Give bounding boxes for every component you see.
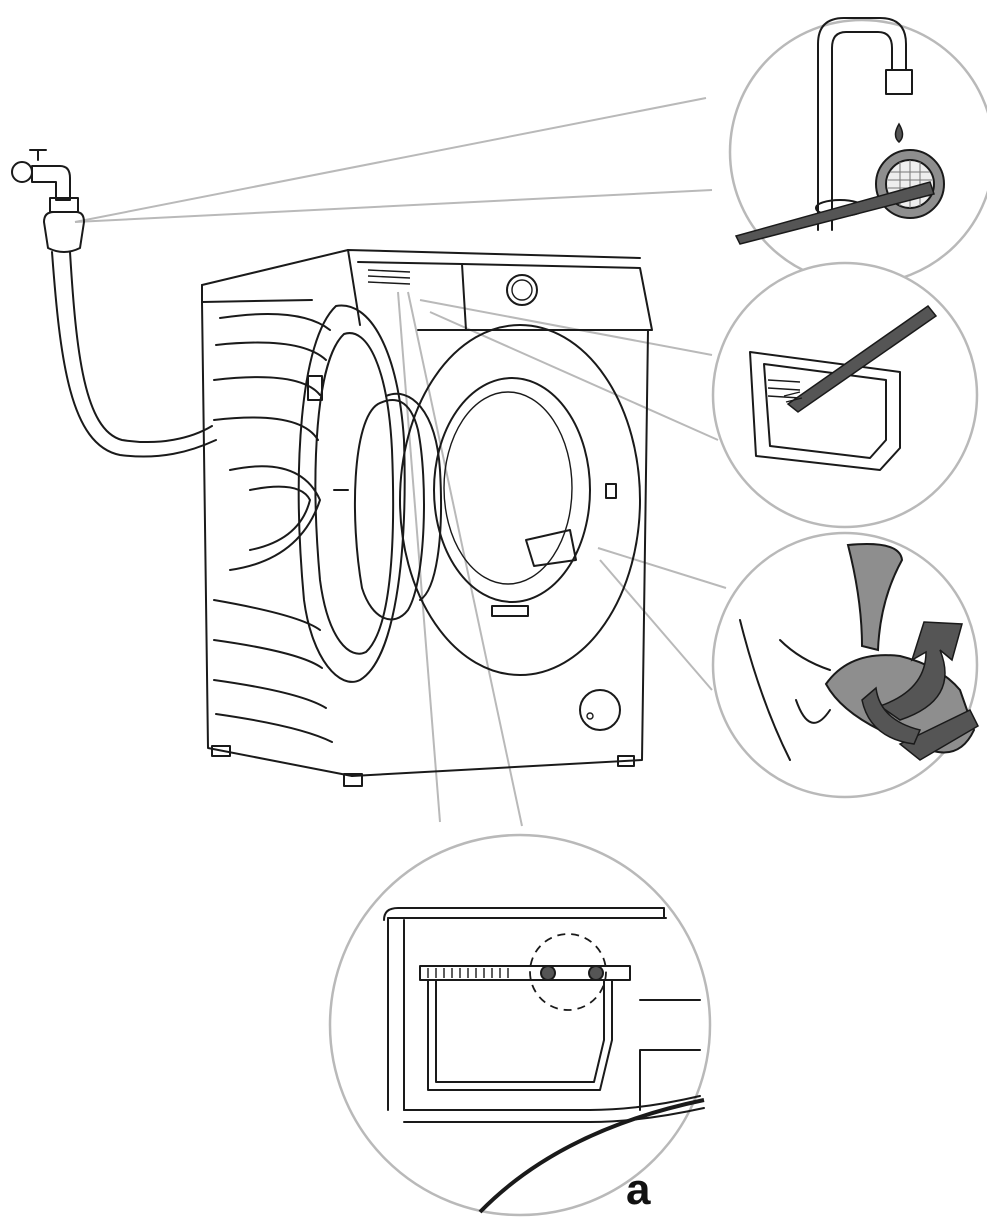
foot-right (617, 755, 635, 767)
inlet-hose (51, 251, 217, 458)
foot-left (211, 745, 231, 757)
side-ribs (213, 313, 333, 743)
open-door (297, 304, 443, 683)
detail-drawer-housing (328, 833, 712, 1217)
detail-tap-filter (728, 17, 987, 286)
foot-front (343, 773, 363, 787)
detail-door-seal (711, 531, 979, 799)
water-tap-icon (11, 149, 85, 253)
part-label-a: a (626, 1165, 651, 1214)
highlight-circle (529, 933, 607, 1011)
rotate-arrow-icon (878, 621, 963, 721)
brush-icon (786, 304, 938, 413)
brush-icon (734, 181, 935, 245)
callout-lines (74, 97, 727, 827)
washing-machine (201, 249, 653, 787)
detail-detergent-drawer (711, 261, 979, 529)
